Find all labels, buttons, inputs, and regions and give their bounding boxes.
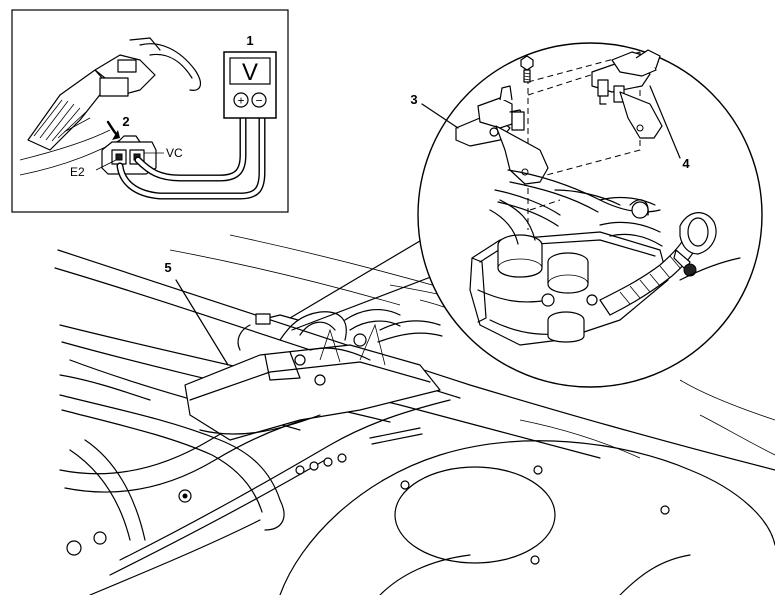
meter-plus-label: +: [237, 94, 244, 108]
meter-probe-wires: [116, 114, 266, 200]
arrow-icon: [106, 120, 120, 140]
terminal-vc-label: VC: [166, 146, 183, 160]
charcoal-canister-assembly: [184, 299, 471, 441]
meter-minus-label: −: [255, 94, 262, 108]
voltmeter-symbol: V: [242, 59, 258, 86]
vsv-valve-4: [591, 49, 663, 139]
magnified-detail-circle: 3 4: [410, 42, 763, 388]
voltmeter-icon: V + −: [223, 51, 277, 119]
voltmeter-test-inset: V + − 1 2 VC E2: [11, 9, 289, 213]
callout-1: 1: [246, 33, 253, 48]
callout-3: 3: [410, 92, 417, 107]
mounting-bracket-hatched: [19, 37, 202, 176]
terminal-e2-label: E2: [70, 165, 85, 179]
callout-4: 4: [682, 156, 690, 171]
mounting-bolt-icon: [520, 55, 534, 83]
callout-5: 5: [164, 260, 171, 275]
vsv-valve-3: [455, 85, 549, 185]
callout-2: 2: [122, 114, 129, 129]
